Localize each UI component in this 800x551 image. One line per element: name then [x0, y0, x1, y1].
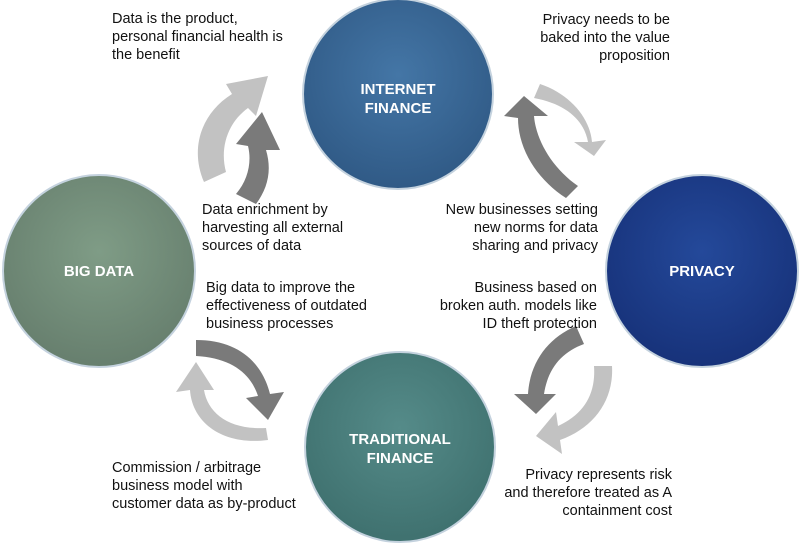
note-line: personal financial health is — [112, 29, 283, 45]
internet-finance-label-line1: INTERNET — [360, 81, 436, 98]
note-center-left-upper: Data enrichment by harvesting all extern… — [202, 201, 402, 255]
note-line: and therefore treated as A — [504, 485, 672, 501]
big-data-label-line1: BIG DATA — [63, 263, 135, 280]
big-data-label: BIG DATA — [39, 262, 159, 281]
privacy-label: PRIVACY — [642, 262, 762, 281]
note-bottom-right: Privacy represents risk and therefore tr… — [472, 466, 672, 520]
curved-arrow-dark-icon — [236, 112, 280, 204]
note-line: sharing and privacy — [472, 238, 598, 254]
note-line: Data is the product, — [112, 11, 238, 27]
note-line: proposition — [599, 48, 670, 64]
note-center-right-lower: Business based on broken auth. models li… — [397, 279, 597, 333]
curved-arrow-light-icon — [536, 366, 613, 454]
note-line: the benefit — [112, 47, 180, 63]
note-top-right: Privacy needs to be baked into the value… — [490, 11, 670, 65]
internet-finance-circle — [302, 0, 494, 190]
note-center-left-lower: Big data to improve the effectiveness of… — [206, 279, 406, 333]
curved-arrow-dark-icon — [514, 326, 584, 414]
note-line: Data enrichment by — [202, 202, 328, 218]
curved-arrow-light-icon — [176, 362, 268, 441]
note-line: broken auth. models like — [439, 298, 597, 314]
curved-arrow-light-icon — [197, 76, 268, 182]
note-line: Privacy represents risk — [525, 467, 672, 483]
note-line: New businesses setting — [445, 202, 598, 218]
note-line: Business based on — [474, 280, 597, 296]
curved-arrow-dark-icon — [504, 96, 578, 198]
note-line: ID theft protection — [482, 316, 597, 332]
note-line: business processes — [206, 316, 334, 332]
note-line: new norms for data — [473, 220, 598, 236]
note-center-right-upper: New businesses setting new norms for dat… — [400, 201, 598, 255]
traditional-finance-circle — [304, 351, 496, 543]
note-bottom-left: Commission / arbitrage business model wi… — [112, 459, 322, 513]
note-line: Commission / arbitrage — [112, 460, 262, 476]
note-line: baked into the value — [540, 30, 670, 46]
privacy-circle — [605, 174, 799, 368]
internet-finance-label: INTERNET FINANCE — [338, 80, 458, 118]
note-top-left: Data is the product, personal financial … — [112, 10, 312, 64]
note-line: customer data as by-product — [112, 496, 296, 512]
note-line: Big data to improve the — [206, 280, 356, 296]
note-line: Privacy needs to be — [542, 12, 670, 28]
note-line: containment cost — [562, 503, 672, 519]
internet-finance-label-line2: FINANCE — [364, 100, 432, 117]
note-line: sources of data — [202, 238, 302, 254]
big-data-circle — [2, 174, 196, 368]
note-line: harvesting all external — [202, 220, 344, 236]
curved-arrow-light-icon — [534, 84, 606, 156]
traditional-finance-label: TRADITIONAL FINANCE — [325, 430, 475, 468]
traditional-finance-label-line1: TRADITIONAL — [349, 431, 451, 448]
curved-arrow-dark-icon — [196, 340, 284, 420]
traditional-finance-label-line2: FINANCE — [366, 450, 434, 467]
note-line: business model with — [112, 478, 243, 494]
note-line: effectiveness of outdated — [206, 298, 367, 314]
privacy-label-line1: PRIVACY — [669, 263, 735, 280]
